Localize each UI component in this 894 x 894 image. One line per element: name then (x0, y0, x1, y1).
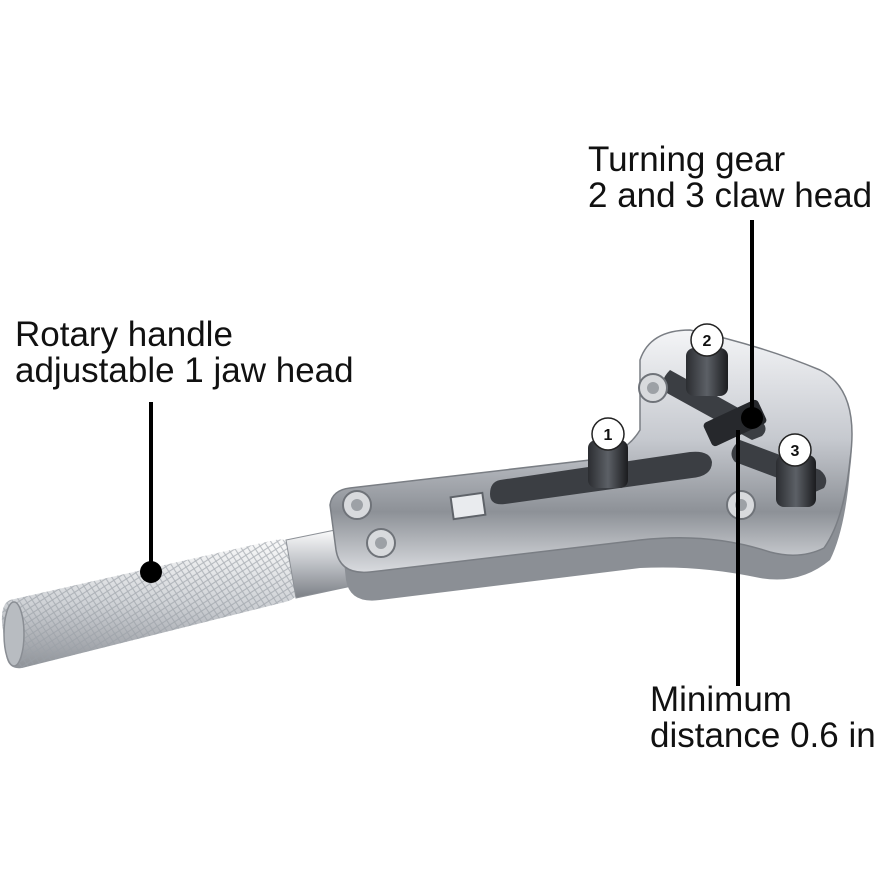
handle-callout-label: Rotary handle adjustable 1 jaw head (15, 317, 354, 389)
jaw-number-3: 3 (791, 443, 800, 460)
hex-nut (726, 490, 756, 520)
minimum-callout-line2: distance 0.6 in (650, 716, 876, 755)
callout-handle (140, 402, 162, 583)
handle-callout-line2: adjustable 1 jaw head (15, 351, 354, 390)
jaw-pin-1: 1 (588, 417, 628, 488)
knurled-handle (1, 539, 301, 669)
minimum-callout-line1: Minimum (650, 680, 792, 719)
jaw-number-2: 2 (703, 333, 712, 350)
hex-nut (366, 528, 396, 558)
hex-nut (342, 490, 372, 520)
jaw-pin-3: 3 (776, 433, 816, 507)
minimum-callout-label: Minimum distance 0.6 in (650, 682, 876, 754)
jaw-number-1: 1 (604, 427, 613, 444)
handle-callout-line1: Rotary handle (15, 315, 233, 354)
gear-callout-label: Turning gear 2 and 3 claw head (588, 142, 872, 214)
gear-callout-line2: 2 and 3 claw head (588, 176, 873, 215)
callout-gear (741, 220, 763, 429)
gear-callout-line1: Turning gear (588, 140, 786, 179)
jaw-pin-2: 2 (686, 323, 728, 396)
hex-nut (638, 373, 668, 403)
